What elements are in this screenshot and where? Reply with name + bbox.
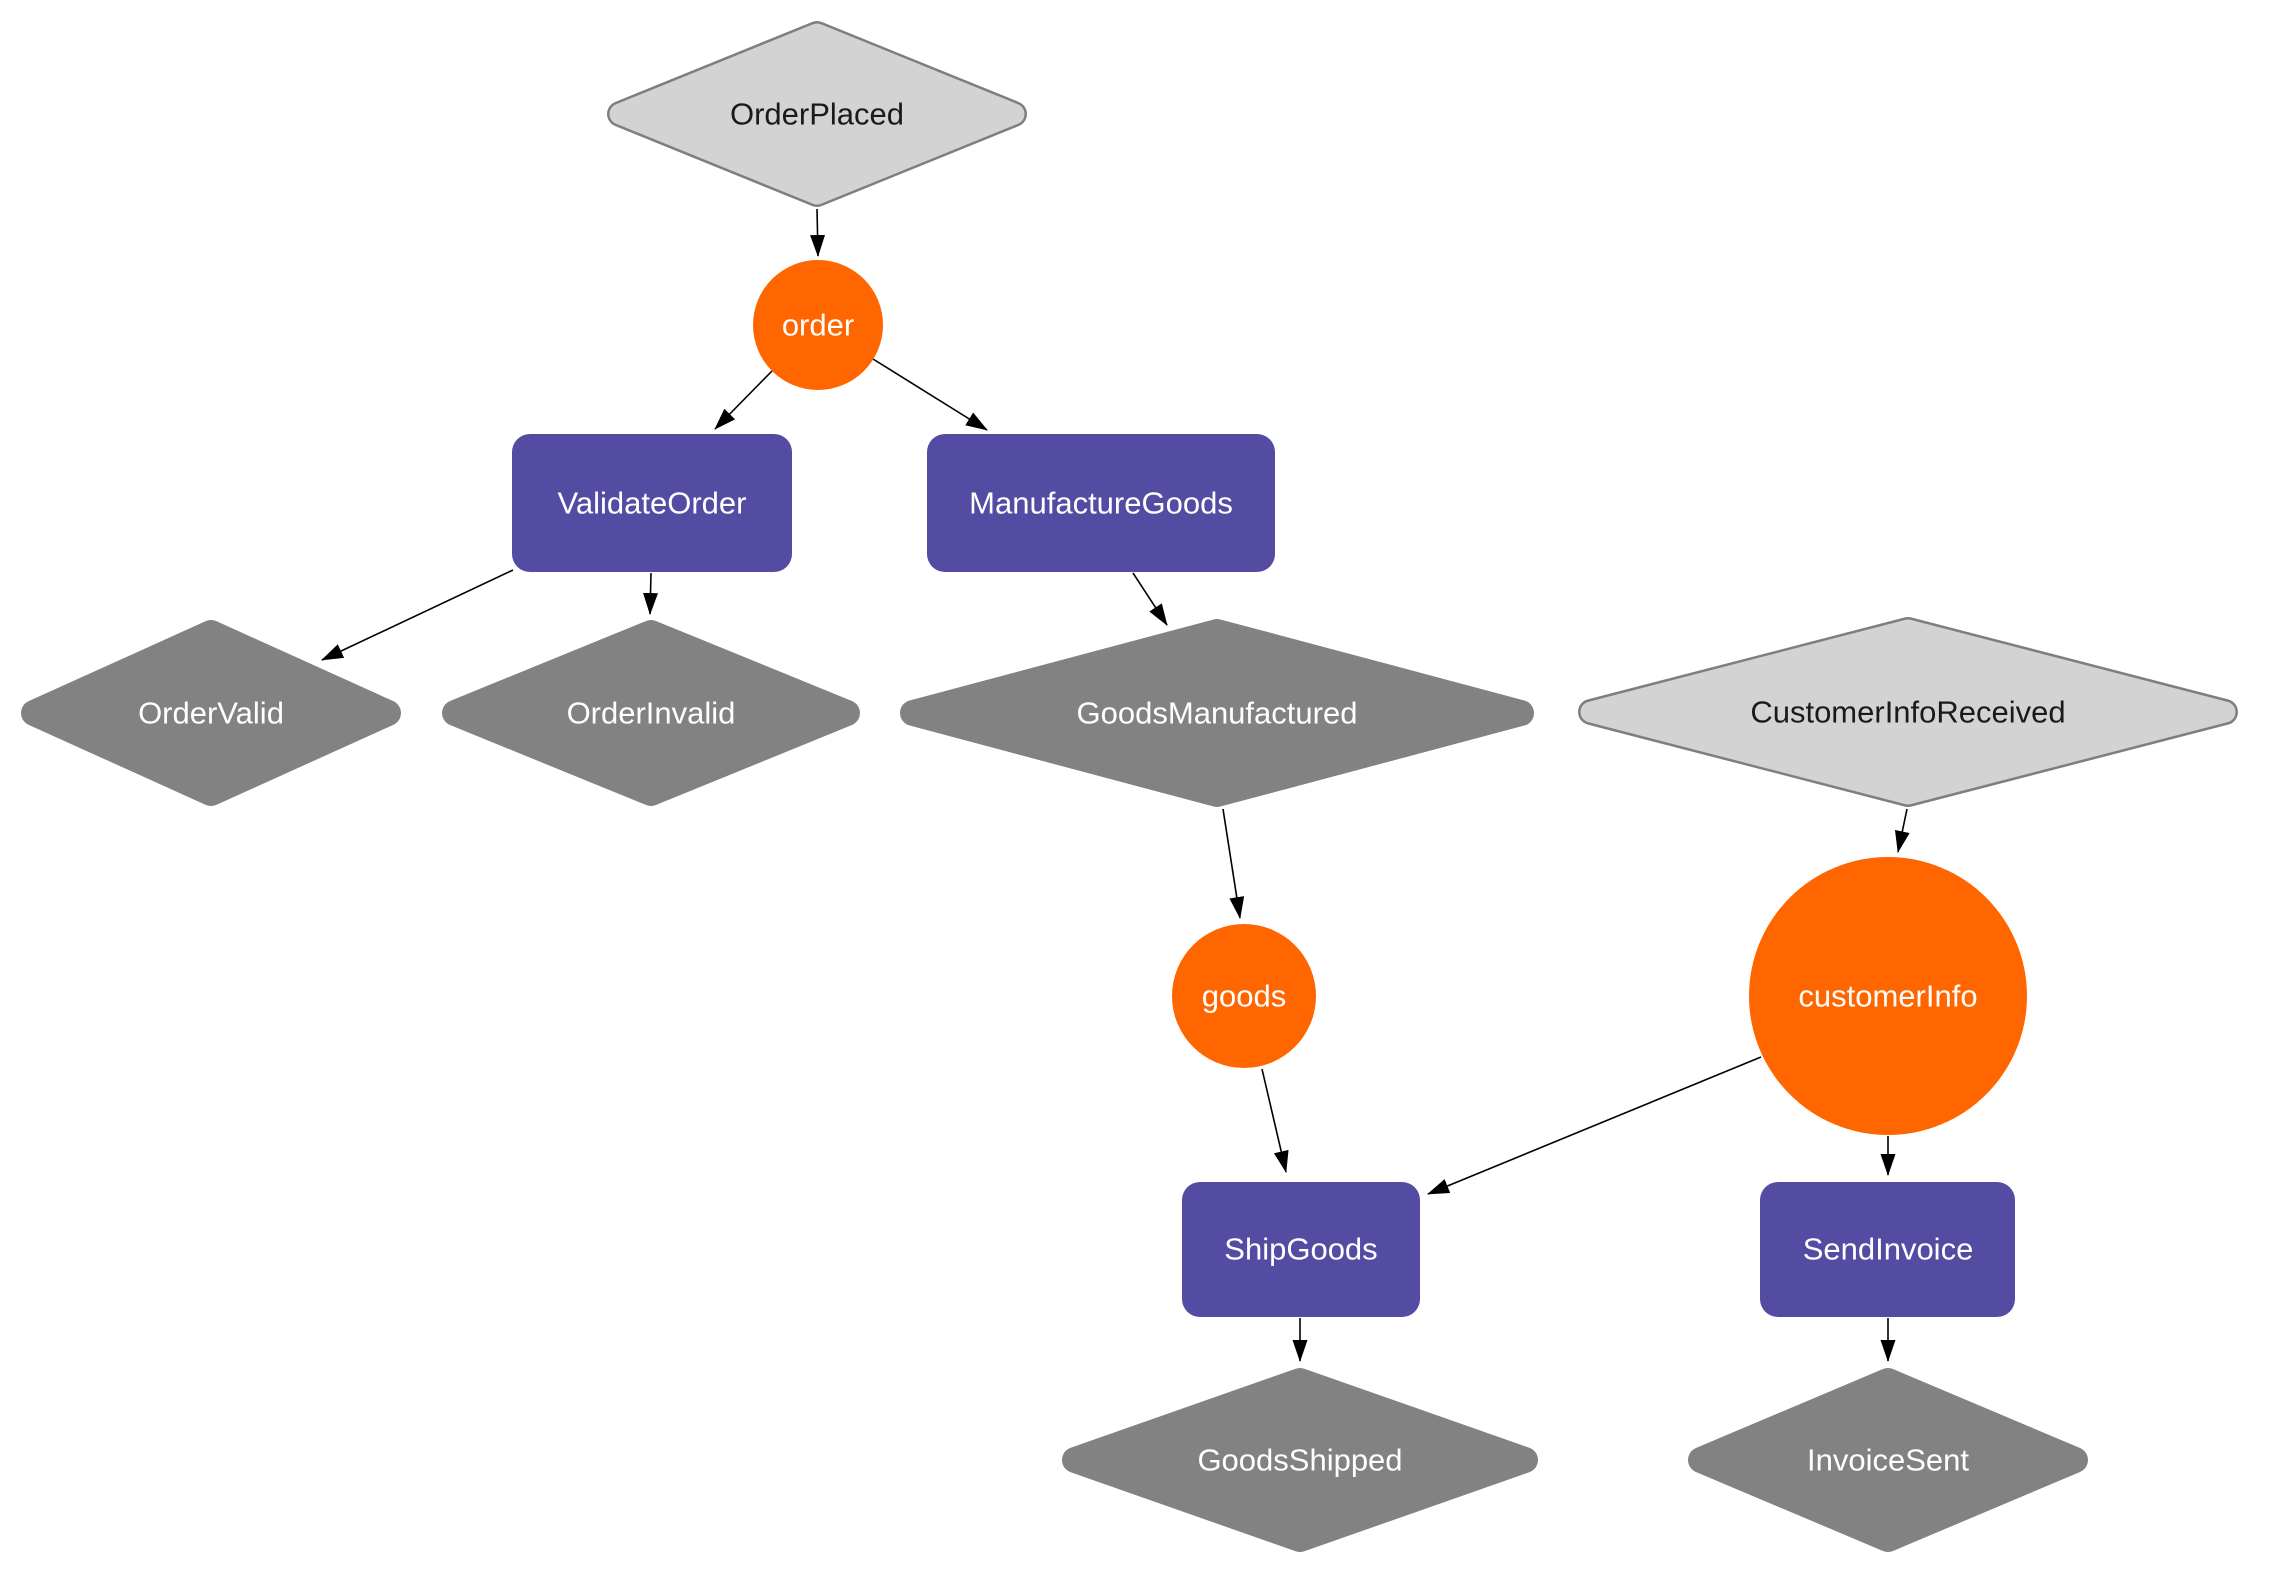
order-valid-diamond [21,620,401,806]
node-goods-shipped: GoodsShipped [1062,1368,1538,1552]
node-customer-info: customerInfo [1749,857,2027,1135]
edge-validateorder-to-orderinvalid [643,572,659,615]
goods-shipped-diamond [1062,1368,1538,1552]
order-circle [753,260,883,390]
goods-circle [1172,924,1316,1068]
order-placed-diamond-fill [609,23,1025,205]
node-customer-info-received: CustomerInfoReceived [1578,617,2238,807]
edge-order-to-manufacturegoods [872,358,988,431]
edge-goodsmanufactured-to-goods [1222,808,1245,919]
customer-info-received-diamond-fill [1580,619,2236,805]
node-order-invalid: OrderInvalid [442,620,860,806]
edge-customerinfo-to-shipgoods [1427,1056,1762,1195]
goods-manufactured-diamond [900,619,1534,807]
edges-layer [321,208,1910,1362]
edge-customerinforeceived-to-customerinfo [1894,808,1910,853]
edge-goods-to-shipgoods [1261,1068,1289,1173]
edge-manufacturegoods-to-goodsmanufactured [1132,572,1168,626]
node-order-valid: OrderValid [21,620,401,806]
node-goods-manufactured: GoodsManufactured [900,619,1534,807]
edge-orderplaced-to-order [810,208,826,257]
node-send-invoice: SendInvoice [1760,1182,2015,1317]
manufacture-goods-rect [927,434,1275,572]
edge-validateorder-to-ordervalid [321,569,514,661]
node-manufacture-goods: ManufactureGoods [927,434,1275,572]
edge-order-to-validateorder [714,370,773,430]
node-order-placed: OrderPlaced [607,21,1027,207]
node-ship-goods: ShipGoods [1182,1182,1420,1317]
order-invalid-diamond [442,620,860,806]
invoice-sent-diamond [1688,1368,2088,1552]
send-invoice-rect [1760,1182,2015,1317]
customer-info-circle [1749,857,2027,1135]
node-goods: goods [1172,924,1316,1068]
node-validate-order: ValidateOrder [512,434,792,572]
node-invoice-sent: InvoiceSent [1688,1368,2088,1552]
ship-goods-rect [1182,1182,1420,1317]
node-order: order [753,260,883,390]
validate-order-rect [512,434,792,572]
